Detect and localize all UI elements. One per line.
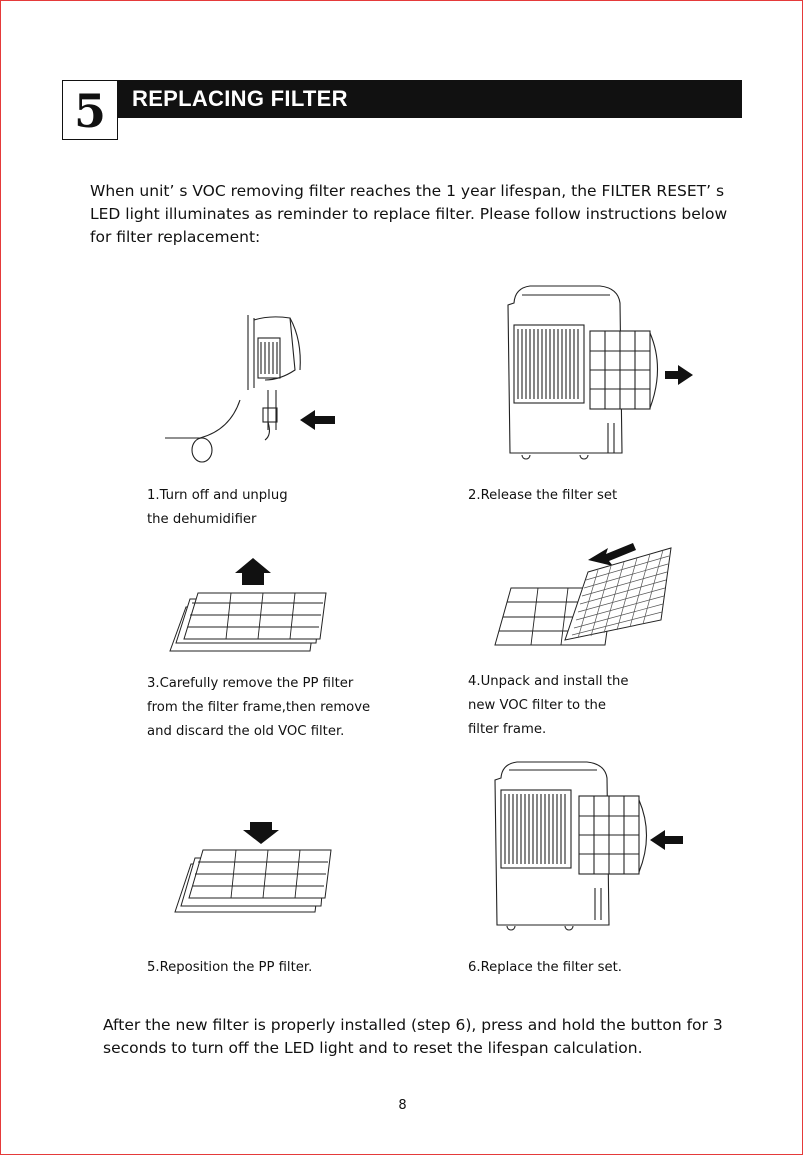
step3-caption: 3.Carefully remove the PP filter from th… [147, 676, 371, 739]
step5-illustration [174, 822, 332, 913]
section-number: 5 [62, 80, 118, 140]
section-header-bar: REPLACING FILTER [118, 80, 742, 118]
step2-illustration [507, 285, 693, 460]
step3-illustration [169, 558, 327, 652]
step6-illustration [494, 761, 683, 931]
step1-caption: 1.Turn off and unplug the dehumidifier [147, 488, 288, 527]
step5-arrow-down-icon [243, 822, 279, 844]
step2-arrow-right-icon [665, 365, 693, 385]
step4-caption: 4.Unpack and install the new VOC filter … [468, 674, 629, 737]
step4-illustration [494, 543, 672, 646]
intro-paragraph: When unit’ s VOC removing filter reaches… [90, 182, 728, 246]
step3-arrow-up-icon [235, 558, 271, 585]
section-title: REPLACING FILTER [132, 86, 348, 111]
step1-illustration [165, 315, 335, 463]
step1-arrow-left-icon [300, 410, 335, 430]
page-number: 8 [398, 1098, 407, 1113]
step6-arrow-left-icon [650, 830, 683, 850]
step4-arrow-diagonal-icon [588, 543, 636, 566]
outro-paragraph: After the new filter is properly install… [103, 1016, 723, 1057]
step2-caption: 2.Release the filter set [468, 488, 618, 503]
step6-caption: 6.Replace the filter set. [468, 960, 622, 975]
step5-caption: 5.Reposition the PP filter. [147, 960, 313, 975]
